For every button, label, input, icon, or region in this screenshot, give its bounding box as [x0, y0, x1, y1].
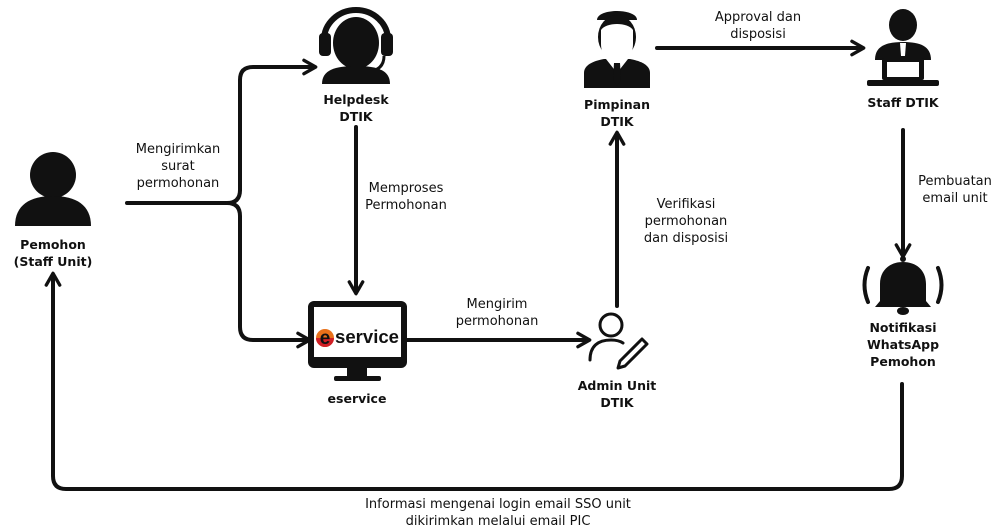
eservice-label: eservice: [327, 391, 387, 406]
helpdesk-label-line1: Helpdesk: [323, 92, 389, 107]
node-label-eservice: eservice: [328, 390, 387, 407]
proses-line1: Memproses: [368, 181, 444, 196]
kirim-surat-line2: surat: [161, 159, 195, 174]
pimpinan-label-line1: Pimpinan: [584, 97, 650, 112]
edge-notifikasi-to-pemohon: [44, 271, 904, 491]
pembuatan-line2: email unit: [922, 191, 988, 206]
edge-label-pembuatan: Pembuatan email unit: [918, 173, 992, 207]
edge-to-helpdesk: [238, 58, 318, 192]
kirim-permohonan-line2: permohonan: [455, 314, 539, 329]
kirim-surat-line1: Mengirimkan: [135, 142, 221, 157]
headset-agent-icon: [319, 7, 393, 84]
informasi-line1: Informasi mengenai login email SSO unit: [365, 497, 631, 512]
notifikasi-label-line1: Notifikasi: [869, 320, 937, 335]
admin-label-line2: DTIK: [600, 395, 634, 410]
edge-to-eservice: [225, 201, 312, 349]
computer-monitor-icon: e service: [308, 301, 407, 381]
kirim-surat-line3: permohonan: [136, 176, 220, 191]
notifikasi-label-line2: WhatsApp: [866, 337, 940, 352]
kirim-permohonan-line1: Mengirim: [466, 297, 528, 312]
node-label-notifikasi: Notifikasi WhatsApp Pemohon: [867, 319, 939, 370]
informasi-line2: dikirimkan melalui email PIC: [405, 514, 591, 529]
approval-line2: disposisi: [730, 27, 786, 42]
desk-worker-icon: [867, 9, 939, 86]
node-label-pimpinan: Pimpinan DTIK: [584, 96, 650, 130]
pemohon-label-line2: (Staff Unit): [13, 254, 93, 269]
admin-label-line1: Admin Unit: [577, 378, 657, 393]
user-edit-icon: [588, 312, 649, 370]
helpdesk-label-line2: DTIK: [339, 109, 373, 124]
node-label-pemohon: Pemohon (Staff Unit): [14, 236, 93, 270]
edge-label-kirim-permohonan: Mengirim permohonan: [456, 296, 539, 330]
edge-label-verifikasi: Verifikasi permohonan dan disposisi: [644, 196, 728, 247]
pembuatan-line1: Pembuatan: [918, 174, 992, 189]
node-label-admin: Admin Unit DTIK: [578, 377, 657, 411]
node-label-helpdesk: Helpdesk DTIK: [323, 91, 388, 125]
eservice-screen-brand-e: e: [320, 328, 331, 349]
bell-ringing-icon: [862, 256, 944, 315]
staff-dtik-label-line1: Staff DTIK: [867, 95, 939, 110]
edge-label-approval: Approval dan disposisi: [715, 9, 801, 43]
pemohon-label-line1: Pemohon: [20, 237, 86, 252]
proses-line2: Permohonan: [365, 198, 447, 213]
edge-label-proses: Memproses Permohonan: [365, 180, 447, 214]
verifikasi-line2: permohonan: [644, 214, 728, 229]
edge-label-informasi: Informasi mengenai login email SSO unit …: [365, 496, 631, 530]
notifikasi-label-line3: Pemohon: [870, 354, 936, 369]
businessman-icon: [584, 11, 650, 88]
verifikasi-line1: Verifikasi: [656, 197, 716, 212]
user-silhouette-icon: [15, 152, 91, 226]
edge-label-kirim-surat: Mengirimkan surat permohonan: [136, 141, 220, 192]
pimpinan-label-line2: DTIK: [600, 114, 634, 129]
node-label-staff-dtik: Staff DTIK: [867, 94, 938, 111]
verifikasi-line3: dan disposisi: [643, 231, 729, 246]
approval-line1: Approval dan: [714, 10, 802, 25]
eservice-screen-brand-text: service: [335, 327, 399, 347]
